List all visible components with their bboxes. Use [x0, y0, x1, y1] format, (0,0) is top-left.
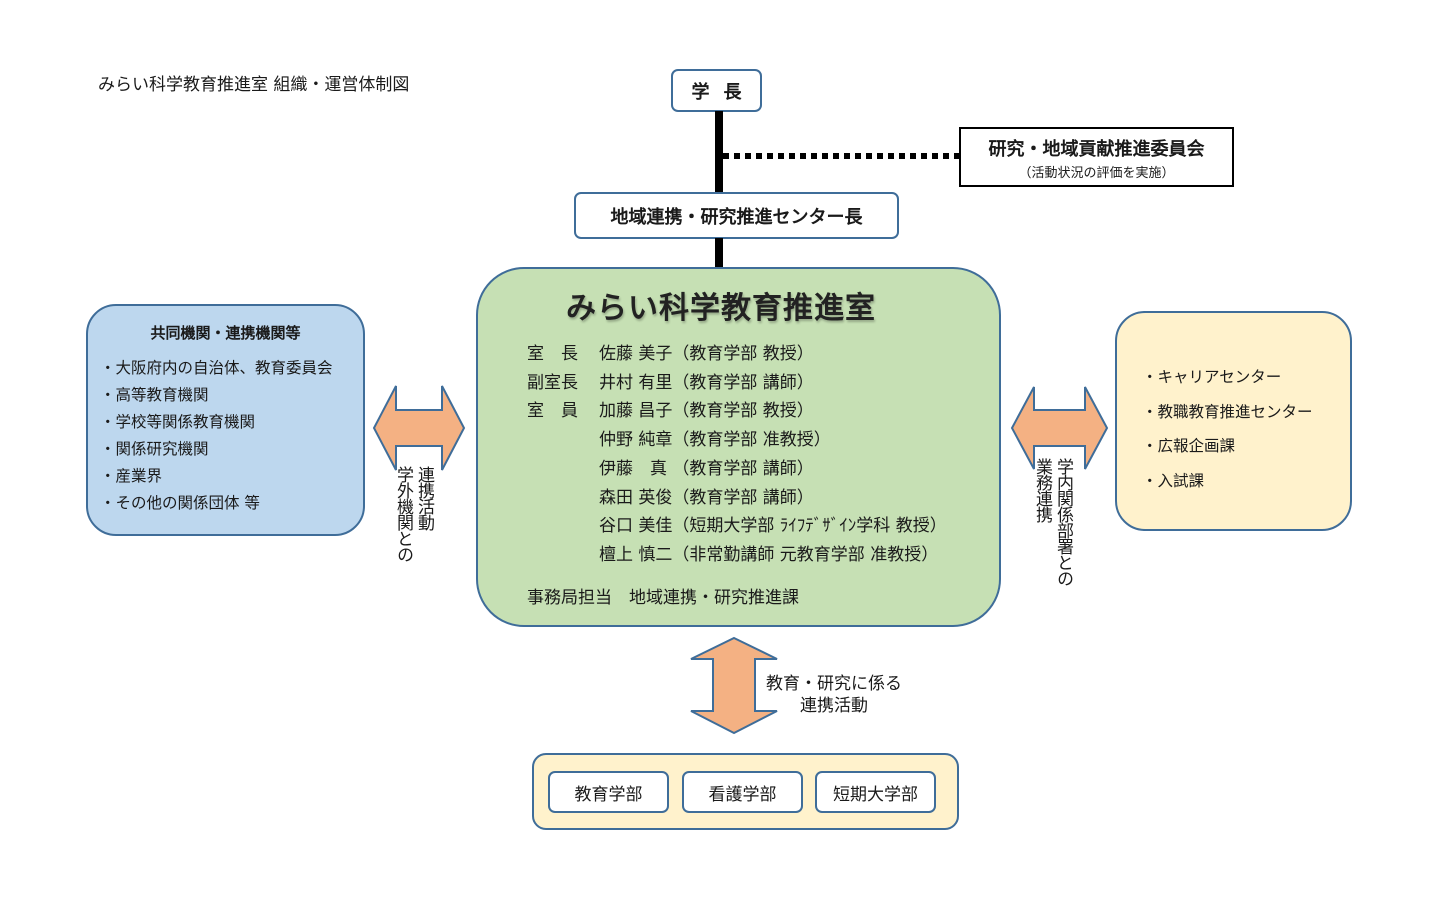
member-row: 仲野 純章（教育学部 准教授） [527, 425, 831, 451]
member-name: 檀上 慎二（非常勤講師 元教育学部 准教授） [599, 544, 939, 565]
member-row: 森田 英俊（教育学部 講師） [527, 483, 814, 508]
secretariat-text: 事務局担当 地域連携・研究推進課 [527, 588, 799, 608]
external-link-label-line2: 連携活動 [414, 466, 434, 530]
member-row: 室 員加藤 昌子（教育学部 教授） [527, 396, 814, 422]
member-name: 谷口 美佳（短期大学部 ﾗｲﾌﾃﾞｻﾞｲﾝ学科 教授） [599, 516, 947, 537]
internal-departments-node [1115, 311, 1352, 531]
member-row: 副室長井村 有里（教育学部 講師） [527, 368, 814, 393]
member-name: 佐藤 美子（教育学部 教授） [599, 344, 814, 364]
faculty-link-label: 教育・研究に係る 連携活動 [766, 673, 902, 717]
partner-item: ・産業界 [100, 467, 163, 485]
main-office-node [476, 267, 1001, 627]
member-name: 森田 英俊（教育学部 講師） [599, 487, 814, 508]
partners-node [86, 304, 365, 536]
faculty-education: 教育学部 [548, 771, 669, 813]
member-role: 室 員 [527, 401, 578, 422]
member-role: 室 長 [527, 344, 578, 364]
member-row: 伊藤 真 （教育学部 講師） [527, 454, 814, 479]
internal-department-item: ・キャリアセンター [1142, 368, 1282, 386]
partner-item: ・その他の関係団体 等 [100, 494, 260, 512]
member-name: 加藤 昌子（教育学部 教授） [599, 401, 814, 422]
member-role: 副室長 [527, 372, 578, 393]
main-office-title: みらい科学教育推進室 [566, 291, 876, 326]
member-row: 谷口 美佳（短期大学部 ﾗｲﾌﾃﾞｻﾞｲﾝ学科 教授） [527, 511, 947, 537]
internal-link-label-line2: 業務連携 [1032, 458, 1052, 522]
internal-department-item: ・入試課 [1142, 471, 1205, 490]
center-head-node: 地域連携・研究推進センター長 [574, 192, 899, 239]
external-double-arrow-icon [372, 385, 466, 471]
committee-note: （活動状況の評価を実施） [1018, 166, 1175, 181]
internal-link-label-line1: 学内関係部署との [1053, 458, 1073, 586]
faculty-link-label-line2: 連携活動 [800, 696, 868, 716]
internal-link-label: 学内関係部署との 業務連携 [1031, 458, 1073, 586]
committee-dotted-connector [723, 153, 960, 159]
president-node: 学長 [671, 69, 762, 112]
external-link-label: 連携活動 学外機関との [392, 466, 434, 562]
hierarchy-connector-top [715, 111, 723, 193]
committee-name: 研究・地域貢献推進委員会 [988, 139, 1205, 160]
partners-title: 共同機関・連携機関等 [150, 324, 301, 342]
member-name: 仲野 純章（教育学部 准教授） [599, 430, 831, 451]
member-row: 檀上 慎二（非常勤講師 元教育学部 准教授） [527, 540, 939, 565]
faculty-link-label-line1: 教育・研究に係る [766, 674, 902, 694]
faculty-nursing: 看護学部 [682, 771, 803, 813]
member-name: 井村 有里（教育学部 講師） [599, 372, 814, 393]
hierarchy-connector-bottom [715, 238, 723, 268]
internal-department-item: ・広報企画課 [1142, 437, 1236, 455]
committee-node: 研究・地域貢献推進委員会 （活動状況の評価を実施） [959, 127, 1234, 187]
faculty-double-arrow-icon [690, 636, 778, 735]
partner-item: ・大阪府内の自治体、教育委員会 [100, 359, 333, 377]
page-title: みらい科学教育推進室 組織・運営体制図 [98, 75, 410, 95]
external-link-label-line1: 学外機関との [393, 466, 413, 562]
member-row: 室 長 佐藤 美子（教育学部 教授） [527, 339, 814, 364]
internal-department-item: ・教職教育推進センター [1142, 402, 1313, 421]
partner-item: ・関係研究機関 [100, 440, 209, 458]
internal-double-arrow-icon [1010, 386, 1109, 470]
partner-item: ・高等教育機関 [100, 386, 209, 404]
faculty-junior-college: 短期大学部 [815, 771, 936, 813]
partner-item: ・学校等関係教育機関 [100, 413, 256, 431]
member-name: 伊藤 真 （教育学部 講師） [599, 458, 814, 479]
